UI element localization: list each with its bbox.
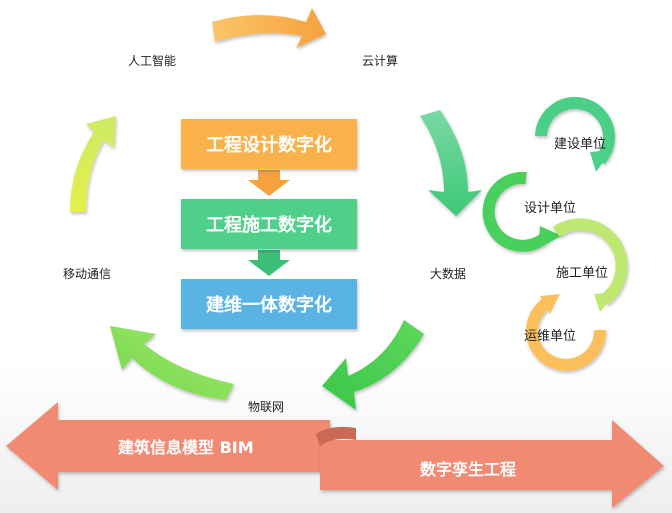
ring-operate [526,296,607,371]
ribbon-twin-text: 数字孪生工程 [420,460,517,479]
stage-arrow-2 [248,250,290,276]
unit-construct: 施工单位 [556,266,609,281]
ring-build [535,96,615,165]
arrow-cloud-to-bigdata [420,110,482,216]
arrow-mobile-to-ai [70,116,116,212]
ring-construct [552,218,628,305]
unit-design: 设计单位 [524,201,577,216]
unit-operate: 运维单位 [524,329,577,344]
arrow-iot-to-mobile [110,326,234,400]
arrow-ai-to-cloud [212,8,326,48]
stage-construction: 工程施工数字化 [181,199,357,249]
label-bigdata: 大数据 [430,267,467,281]
stage-build-operate: 建维一体数字化 [181,279,357,329]
arrow-bigdata-to-iot [322,320,424,410]
ribbon-right-arrow [320,420,664,508]
unit-build: 建设单位 [554,137,607,152]
label-iot: 物联网 [248,400,285,414]
label-mobile: 移动通信 [63,267,112,281]
ribbon-bim-text: 建筑信息模型 BIM [118,438,254,457]
ring-design [482,171,555,252]
ribbon-curl [316,426,356,446]
stage-design: 工程设计数字化 [181,119,357,169]
ribbon-left-arrow [6,402,330,490]
label-ai: 人工智能 [128,54,177,68]
stage-arrow-1 [248,170,290,196]
label-cloud: 云计算 [362,54,399,68]
